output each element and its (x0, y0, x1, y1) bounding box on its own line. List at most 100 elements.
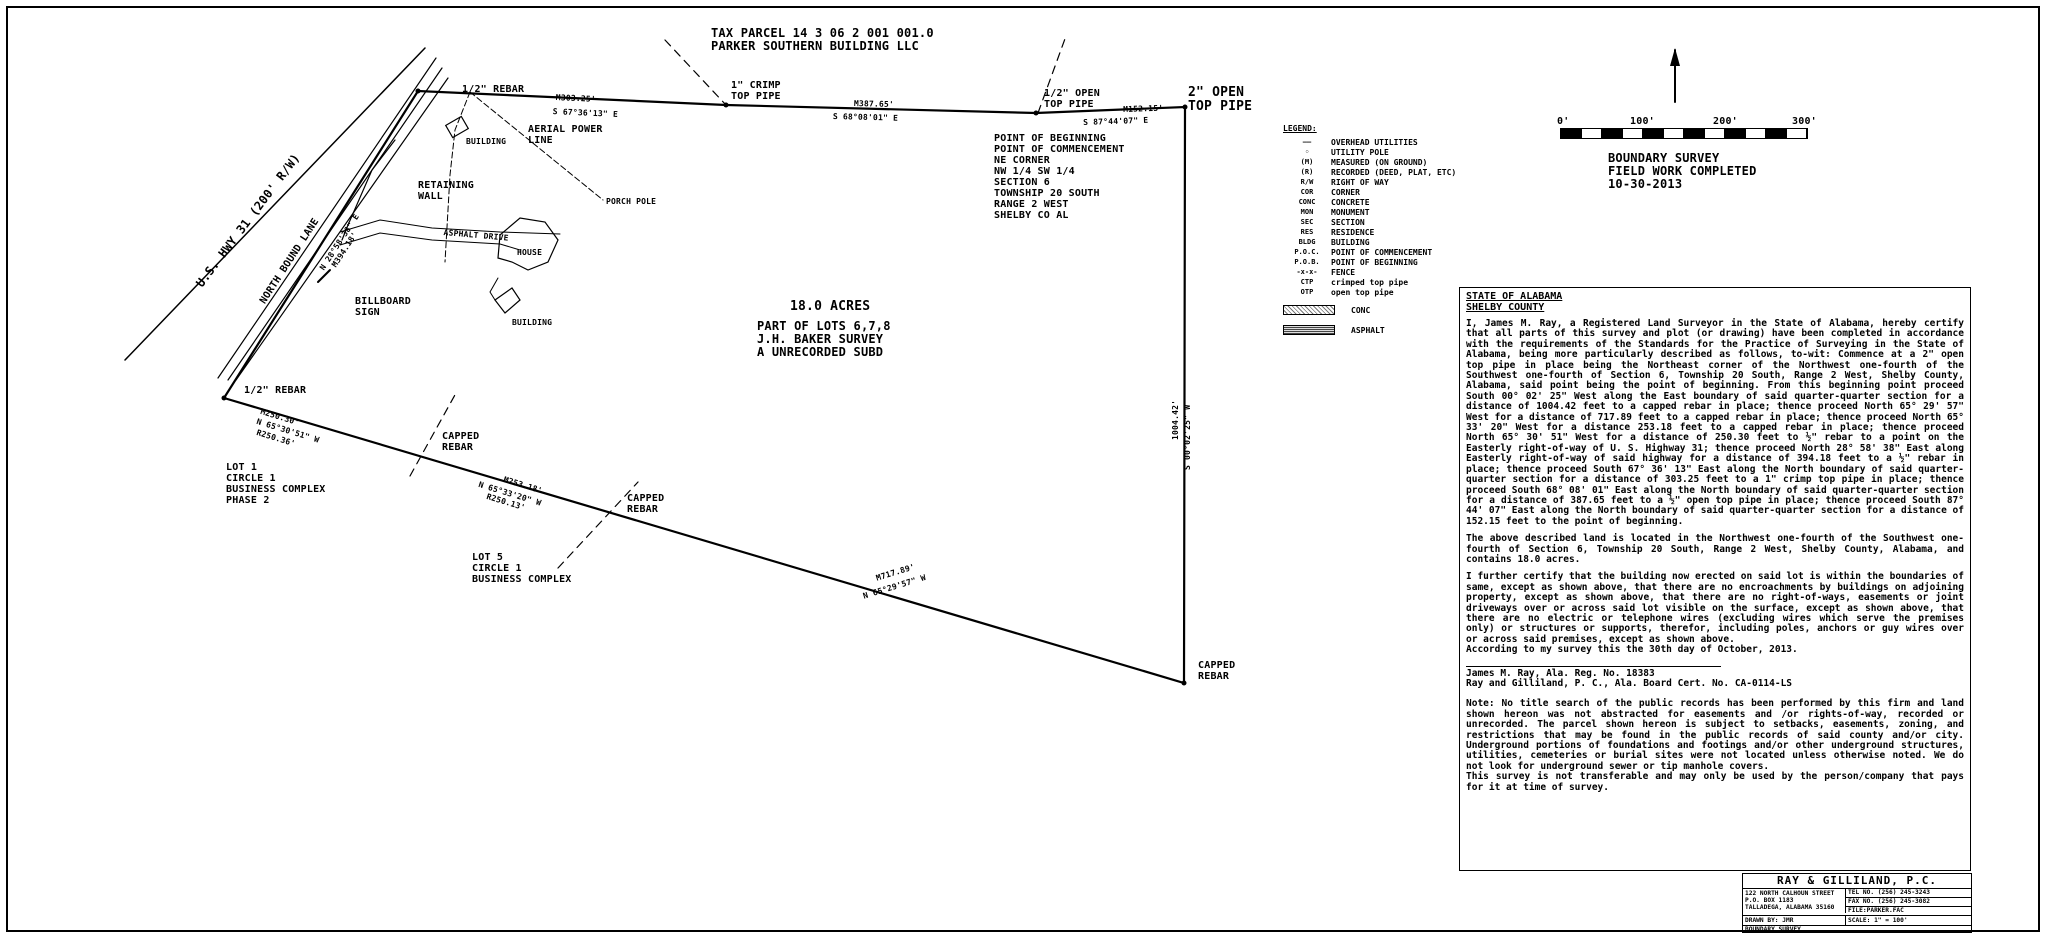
highway-line-1 (124, 47, 426, 361)
firm-address: 122 NORTH CALHOUN STREET P.O. BOX 1183 T… (1743, 889, 1846, 913)
corner-marker-rebar-left (221, 395, 227, 401)
cert-firm-line: Ray and Gilliland, P. C., Ala. Board Cer… (1466, 678, 1793, 689)
legend-conc-row: CONC (1283, 303, 1483, 317)
rebar-top-label: 1/2" REBAR (462, 84, 525, 95)
open-half-pipe-label: 1/2" OPEN TOP PIPE (1044, 88, 1100, 110)
bearing-north-3-dist: M152.15' (1123, 103, 1164, 114)
house-label: HOUSE (517, 248, 543, 257)
crimp-pipe-label: 1" CRIMP TOP PIPE (731, 80, 781, 102)
title-block: RAY & GILLILAND, P.C. 122 NORTH CALHOUN … (1742, 873, 1972, 933)
scale-tick-100: 100' (1630, 116, 1655, 127)
capped-rebar-1-label: CAPPED REBAR (442, 431, 480, 453)
legend-row: -x-x-FENCE (1296, 267, 1356, 277)
asphalt-swatch (1283, 325, 1335, 335)
corner-marker-open-half (1033, 110, 1039, 116)
legend-row: P.O.B.POINT OF BEGINNING (1294, 257, 1418, 267)
asphalt-drive-edge-1 (339, 219, 561, 235)
porch-pole-label: PORCH POLE (606, 197, 657, 206)
point-of-beginning-label: POINT OF BEGINNING POINT OF COMMENCEMENT… (994, 133, 1125, 221)
legend-row: (R)RECORDED (DEED, PLAT, ETC) (1300, 167, 1457, 177)
building-1-label: BUILDING (466, 137, 507, 146)
cert-signature-line: James M. Ray, Ala. Reg. No. 18383 (1466, 665, 1721, 679)
capped-rebar-3-label: CAPPED REBAR (1198, 660, 1236, 682)
cert-date: According to my survey this the 30th day… (1466, 644, 1798, 656)
corner-marker-crimp (723, 102, 729, 108)
scale-bar (1560, 128, 1808, 139)
tax-parcel-dashed-line (664, 39, 727, 106)
cert-note: Note: No title search of the public reco… (1466, 698, 1964, 793)
cert-location: The above described land is located in t… (1466, 533, 1964, 565)
drawing-scale: SCALE: 1" = 100' (1848, 917, 1908, 924)
corner-marker-pob (1182, 104, 1188, 110)
asphalt-drive-edge-2 (339, 232, 521, 251)
bearing-east-1-bearing: S 00°02'25" W (1183, 404, 1192, 470)
drawn-by: DRAWN BY: JMR (1743, 916, 1846, 925)
legend-asphalt-row: ASPHALT (1283, 323, 1483, 337)
retaining-wall (341, 139, 396, 241)
north-arrow-head (1670, 48, 1680, 66)
scale-tick-0: 0' (1557, 116, 1570, 127)
legend-row: (M)MEASURED (ON GROUND) (1300, 157, 1428, 167)
corner-marker-capped-se (1181, 680, 1187, 686)
building-1 (444, 115, 470, 139)
east-dashed-line (1037, 35, 1067, 114)
tax-parcel-label: TAX PARCEL 14 3 06 2 001 001.0 PARKER SO… (711, 26, 934, 53)
firm-fax: FAX NO. (256) 245-3082 (1846, 898, 1971, 907)
lot1-lot5-dashed-line (409, 392, 457, 477)
legend-row: ◦UTILITY POLE (1304, 147, 1389, 157)
bearing-east-1-dist: 1004.42' (1171, 399, 1180, 440)
legend-row: ——OVERHEAD UTILITIES (1302, 137, 1418, 147)
billboard-sign-label: BILLBOARD SIGN (355, 296, 411, 318)
firm-tel: TEL NO. (256) 245-3243 (1846, 889, 1971, 898)
highway-line-2 (217, 57, 437, 379)
house-footprint (497, 217, 559, 271)
building-2 (494, 287, 521, 314)
billboard-sign-mark (317, 269, 331, 283)
legend-row: P.O.C.POINT OF COMMENCEMENT (1294, 247, 1433, 257)
bearing-north-1-dist: M303.25' (555, 93, 597, 104)
fence-line (489, 277, 499, 301)
concrete-swatch (1283, 305, 1335, 315)
corner-marker-rebar-top (415, 88, 421, 94)
cert-county: SHELBY COUNTY (1466, 302, 1545, 313)
rebar-left-label: 1/2" REBAR (244, 385, 307, 396)
aerial-power-line-label: AERIAL POWER LINE (528, 124, 603, 146)
building-2-label: BUILDING (512, 318, 553, 327)
boundary-survey-caption: BOUNDARY SURVEY FIELD WORK COMPLETED 10-… (1608, 151, 1757, 191)
bearing-north-2-dist: M387.65' (853, 99, 895, 110)
legend: LEGEND: ——OVERHEAD UTILITIES ◦UTILITY PO… (1283, 124, 1483, 337)
cert-legal-description: I, James M. Ray, a Registered Land Surve… (1466, 318, 1964, 527)
lot5-south-dashed-line (557, 481, 639, 569)
survey-type: BOUNDARY SURVEY (1743, 925, 1971, 933)
retaining-wall-label: RETAINING WALL (418, 180, 474, 202)
legend-title: LEGEND: (1283, 124, 1317, 133)
firm-name: RAY & GILLILAND, P.C. (1743, 874, 1971, 889)
overhead-utility-line (444, 91, 471, 263)
drawing-sheet-border (6, 6, 2040, 932)
cert-state: STATE OF ALABAMA (1466, 291, 1563, 302)
overhead-utility-line-2 (469, 91, 604, 201)
lot5-label: LOT 5 CIRCLE 1 BUSINESS COMPLEX (472, 552, 572, 585)
capped-rebar-2-label: CAPPED REBAR (627, 493, 665, 515)
scale-tick-300: 300' (1792, 116, 1817, 127)
file-name: FILE:PARKER.FAC (1848, 907, 1904, 914)
lot1-label: LOT 1 CIRCLE 1 BUSINESS COMPLEX PHASE 2 (226, 462, 326, 506)
scale-tick-200: 200' (1713, 116, 1738, 127)
part-of-lots-label: PART OF LOTS 6,7,8 J.H. BAKER SURVEY A U… (757, 319, 891, 359)
highway-line-4 (235, 77, 449, 381)
bearing-north-2-bearing: S 68°08'01" E (832, 112, 899, 123)
acreage-label: 18.0 ACRES (790, 299, 871, 314)
surveyor-certificate: STATE OF ALABAMA SHELBY COUNTY I, James … (1459, 287, 1971, 871)
cert-further-certify: I further certify that the building now … (1466, 571, 1964, 645)
open-two-pipe-label: 2" OPEN TOP PIPE (1188, 85, 1253, 114)
